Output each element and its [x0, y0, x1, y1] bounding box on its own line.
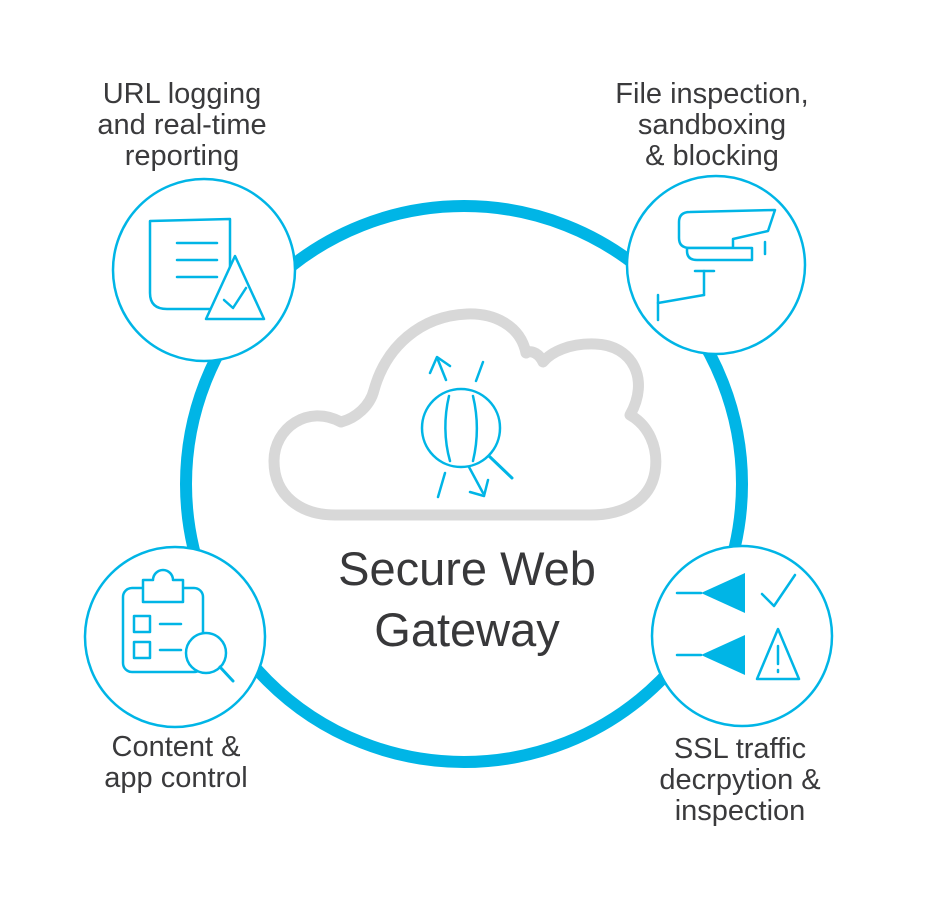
document-sheet	[148, 217, 232, 311]
filter-funnel-1	[701, 573, 745, 613]
node-circle-file-inspection	[625, 174, 807, 356]
up-arrow-head	[428, 355, 452, 375]
node-label-file-inspection: File inspection, sandboxing & blocking	[615, 78, 809, 172]
lower-dash	[436, 471, 447, 499]
document-report-check-icon	[148, 217, 266, 321]
node-label-content-control: Content & app control	[104, 731, 248, 794]
magnifier-handle	[487, 454, 514, 480]
magnifier-globe-circle	[420, 387, 502, 469]
traffic-inspection-icon	[420, 355, 514, 499]
check-mark	[222, 286, 248, 310]
down-arrow-shaft	[467, 465, 485, 495]
node-label-url-logging: URL logging and real-time reporting	[97, 78, 267, 172]
check-triangle	[204, 254, 266, 321]
checkbox-2	[132, 640, 152, 660]
security-camera-icon	[656, 208, 777, 322]
camera-lip	[685, 246, 754, 262]
check-mark	[760, 573, 797, 608]
upper-dash	[474, 360, 485, 383]
warning-triangle	[755, 627, 801, 681]
mount-arm	[656, 293, 706, 305]
up-arrow-shaft	[436, 358, 448, 382]
node-circle-ssl-traffic	[650, 544, 834, 728]
left-meridian	[444, 394, 452, 463]
magnifier-handle	[218, 665, 235, 683]
gateway-ring	[180, 200, 748, 768]
down-arrow-head	[468, 478, 490, 498]
right-meridian	[471, 394, 478, 463]
diagram-title: Secure Web Gateway	[338, 542, 596, 656]
cloud-icon	[268, 308, 662, 521]
magnifier-lens	[184, 631, 228, 675]
clipboard-clip	[141, 568, 185, 604]
node-label-ssl-traffic: SSL traffic decrpytion & inspection	[659, 733, 821, 827]
clipboard-search-icon	[121, 568, 235, 683]
ssl-filter-check-warning-icon	[675, 573, 801, 681]
checkbox-1	[132, 614, 152, 634]
filter-funnel-2	[701, 635, 745, 675]
